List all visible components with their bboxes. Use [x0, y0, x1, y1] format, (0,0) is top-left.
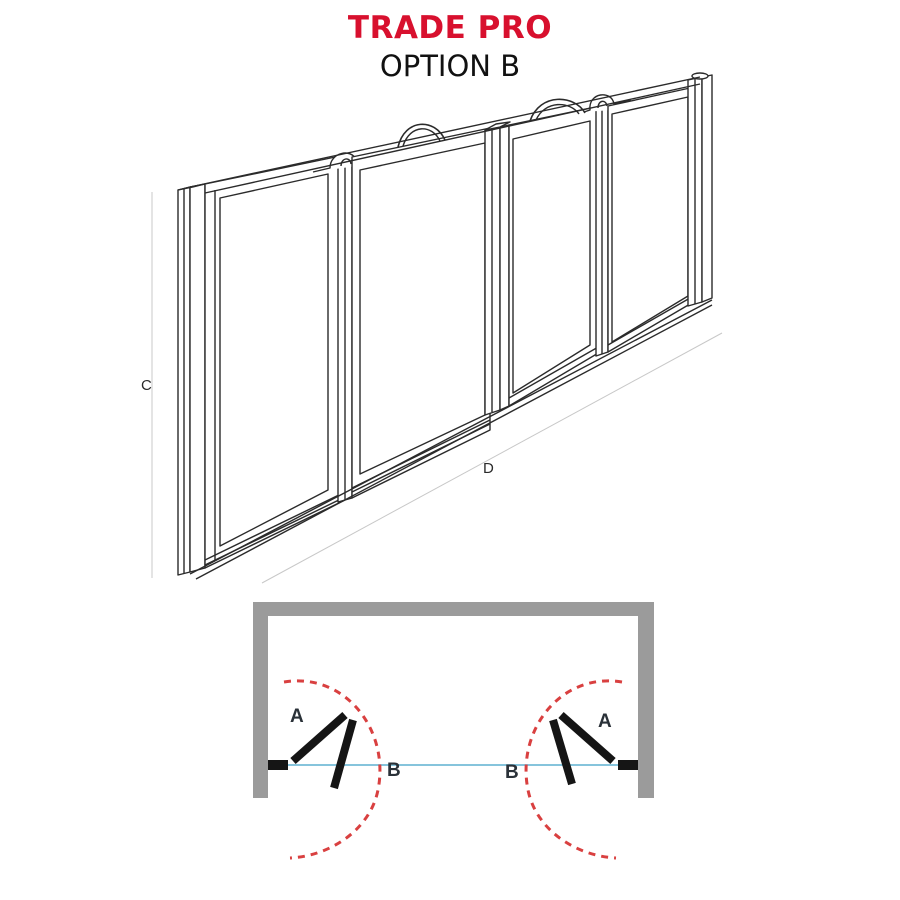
left-swing-label: A: [290, 706, 304, 727]
left-swing-arc: [283, 679, 382, 860]
panel-1: [204, 154, 346, 569]
left-panel-first: [290, 712, 348, 764]
width-dimension-line: [261, 332, 723, 584]
right-swing-label: A: [598, 711, 612, 732]
left-panel-second: [330, 718, 357, 790]
product-option-subtitle: OPTION B: [379, 49, 521, 83]
right-panel-second: [549, 718, 576, 786]
height-dimension-label: C: [141, 377, 152, 394]
left-wall-profile: [177, 183, 206, 576]
panel-3: [508, 98, 601, 407]
panel-2: [351, 123, 491, 499]
left-wall-profile-block: [268, 760, 288, 770]
bottom-track: [189, 299, 713, 580]
product-title: TRADE PRO: [347, 10, 553, 46]
right-opening-label: B: [505, 762, 519, 783]
left-opening-label: B: [387, 760, 401, 781]
plan-walls: [253, 602, 654, 798]
right-wall-profile: [687, 72, 713, 307]
isometric-screen-drawing: [151, 72, 723, 584]
right-swing-arc: [524, 679, 623, 860]
top-rail: [189, 76, 701, 194]
right-panel-first: [558, 712, 616, 764]
handle-1: [397, 123, 446, 148]
plan-view-drawing: [253, 602, 654, 860]
width-dimension-label: D: [483, 460, 494, 477]
center-post: [484, 121, 511, 416]
right-wall-profile-block: [618, 760, 638, 770]
panel-4: [607, 87, 691, 353]
